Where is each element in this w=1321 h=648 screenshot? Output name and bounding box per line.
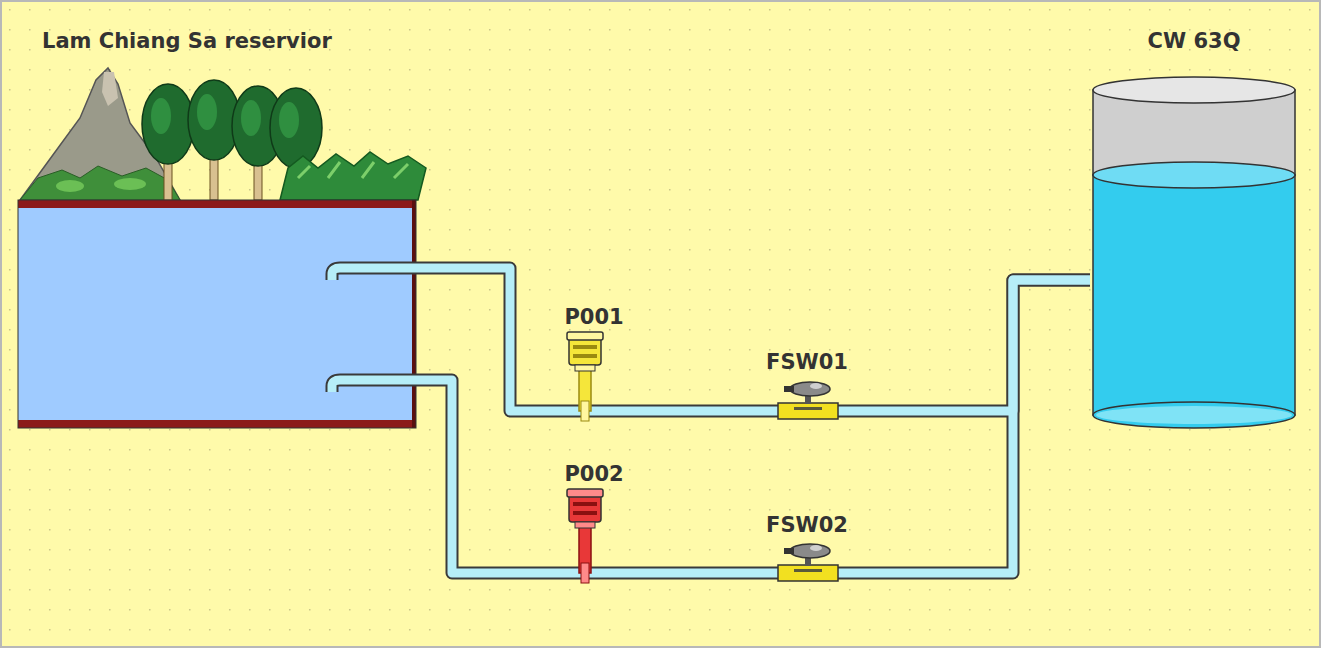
tank-bottom-shade (1096, 406, 1292, 424)
tank-water (1093, 175, 1295, 415)
pipe-outline (552, 567, 636, 580)
pipe (636, 407, 752, 416)
mountain-forest (20, 166, 180, 200)
pipe (332, 268, 418, 280)
pipe-outline (862, 280, 1090, 573)
pipe-fill-layer (418, 268, 1090, 573)
pipe-outline (332, 380, 418, 392)
switch-lever (784, 386, 794, 392)
reservoir-outline (18, 200, 416, 428)
switch-shine (810, 545, 822, 551)
vessel-label: Lam Chiang Sa reservior (42, 29, 418, 53)
pipe-outline (552, 405, 636, 418)
flow-switch: FSW02 (752, 513, 862, 588)
pump-cap (567, 332, 603, 340)
pump-head (569, 337, 601, 365)
bush-leaves (298, 162, 408, 178)
pipe-outline-layer (418, 268, 1090, 573)
pipe-outline (636, 405, 752, 418)
reservoir-bank (18, 420, 416, 428)
pipe (552, 407, 636, 416)
pipe (636, 569, 752, 578)
pipe (332, 380, 418, 392)
pump-neck (575, 365, 595, 371)
tree-crown (270, 88, 322, 168)
bushes (280, 152, 426, 200)
reservoir-bank (18, 200, 416, 208)
pipe-outline (862, 280, 1090, 411)
pipe (862, 280, 1090, 411)
tag-label: P002 (552, 462, 636, 486)
switch-head (790, 544, 830, 558)
switch-head (790, 382, 830, 396)
tree-highlight (151, 98, 171, 134)
pump-collar (581, 401, 589, 421)
pump-neck (575, 522, 595, 528)
pipe (418, 380, 552, 573)
pump-band (573, 511, 597, 515)
tag-label: FSW01 (752, 350, 862, 374)
pipe-outline (636, 567, 752, 580)
water-surface (1093, 162, 1295, 188)
grass-patch (114, 178, 146, 190)
pipe-outline (418, 268, 552, 411)
switch-shine (810, 383, 822, 389)
switch-lever (784, 548, 794, 554)
tree-highlight (197, 94, 217, 130)
pipe (418, 268, 552, 411)
mountain-highlight (102, 72, 118, 106)
pump: P002 (552, 462, 636, 588)
pump-band (573, 502, 597, 506)
grass-patch (56, 180, 84, 192)
switch-body (778, 565, 838, 581)
reservoir-art (18, 28, 418, 430)
water-tank-art (1090, 28, 1298, 430)
vessel-label: CW 63Q (1090, 29, 1298, 53)
pump-collar (581, 563, 589, 583)
pipe (862, 280, 1090, 573)
pump-cap (567, 489, 603, 497)
pipe (552, 569, 636, 578)
tank-top (1093, 77, 1295, 103)
flow-switch: FSW01 (752, 350, 862, 425)
pipe-outline (332, 268, 418, 280)
tank-bottom (1093, 402, 1295, 428)
pump: P001 (552, 305, 636, 425)
switch-slot (794, 407, 822, 410)
tree-crown (142, 84, 194, 164)
reservoir: Lam Chiang Sa reservior (18, 28, 418, 430)
pump-band (573, 354, 597, 358)
tag-label: P001 (552, 305, 636, 329)
pump-head (569, 494, 601, 522)
tree-highlight (241, 100, 261, 136)
switch-slot (794, 569, 822, 572)
pump-band (573, 345, 597, 349)
switch-body (778, 403, 838, 419)
water-tank: CW 63Q (1090, 28, 1298, 430)
reservoir-wall (412, 200, 416, 428)
tree-highlight (279, 102, 299, 138)
reservoir-water (18, 200, 416, 428)
tag-label: FSW02 (752, 513, 862, 537)
